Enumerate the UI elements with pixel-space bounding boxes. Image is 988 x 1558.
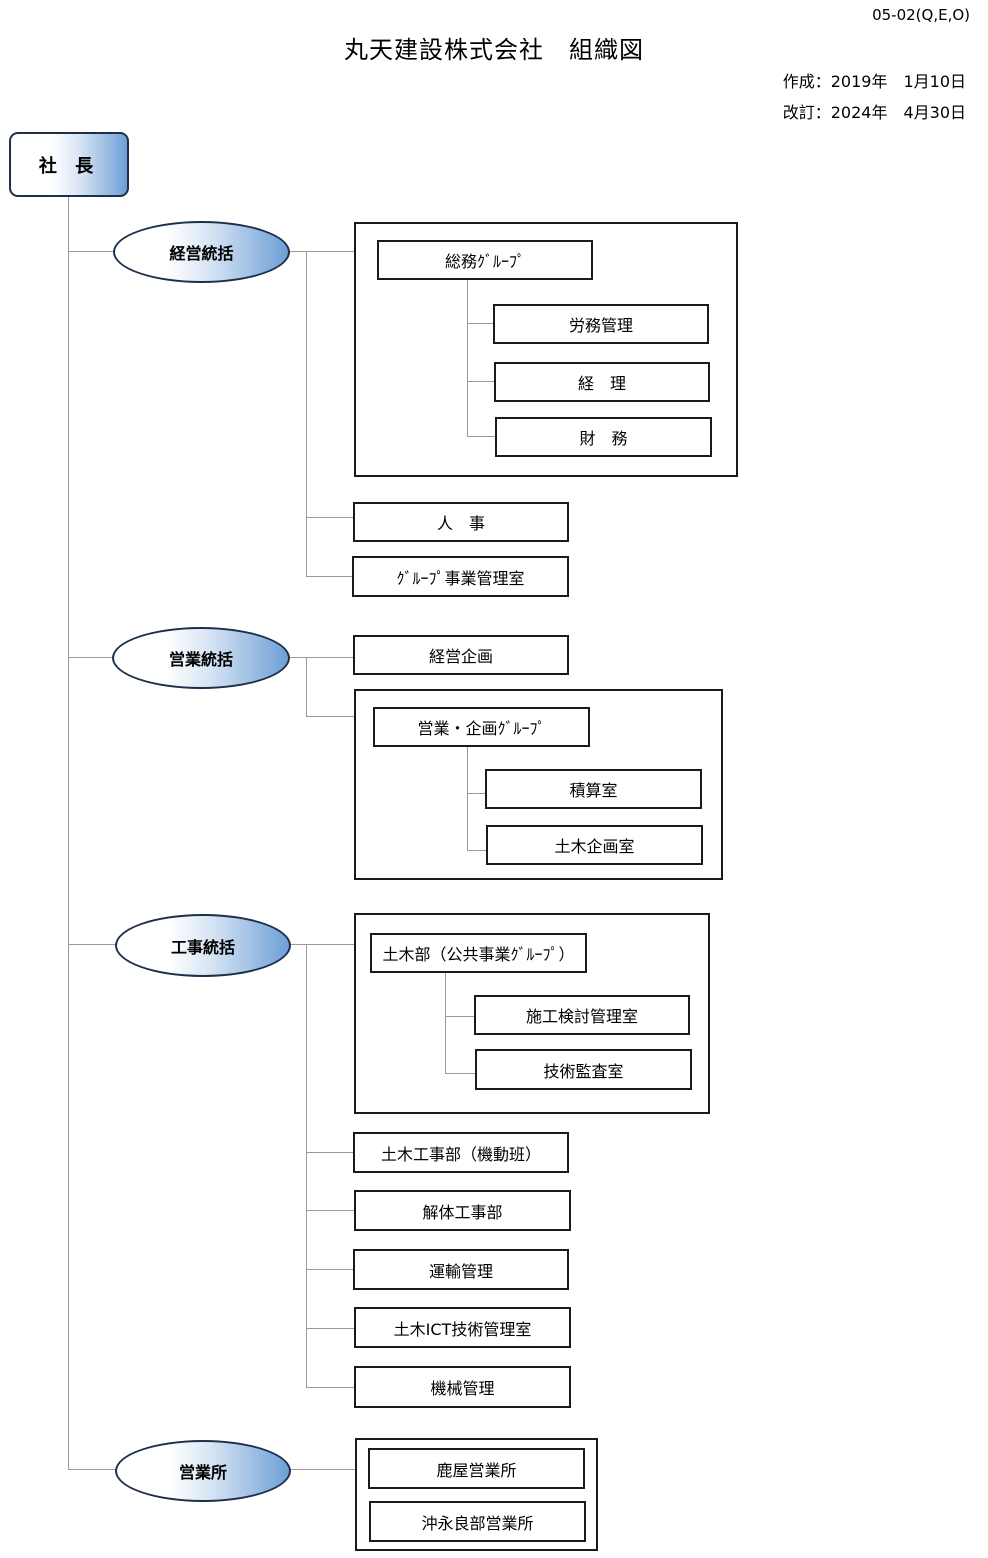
created-date: 作成：2019年 1月10日 [782, 72, 966, 91]
civil-engineering-dept-box: 土木部（公共事業ｸﾞﾙｰﾌﾟ） [370, 933, 587, 973]
chart-title: 丸天建設株式会社 組織図 [344, 36, 644, 64]
general-affairs-group-box: 総務ｸﾞﾙｰﾌﾟ [377, 240, 593, 280]
management-planning-box: 経営企画 [353, 635, 569, 675]
kanoya-office-box: 鹿屋営業所 [368, 1448, 585, 1489]
civil-planning-office-box: 土木企画室 [486, 825, 703, 865]
group-business-management-box: ｸﾞﾙｰﾌﾟ事業管理室 [352, 556, 569, 597]
demolition-dept-box: 解体工事部 [354, 1190, 571, 1231]
sales-planning-group-box: 営業・企画ｸﾞﾙｰﾌﾟ [373, 707, 590, 747]
construction-division-node: 工事統括 [115, 914, 291, 977]
transport-management-box: 運輸管理 [353, 1249, 569, 1290]
construction-review-office-box: 施工検討管理室 [474, 995, 690, 1035]
civil-works-mobile-team-box: 土木工事部（機動班） [353, 1132, 569, 1173]
management-division-node: 経営統括 [113, 221, 290, 283]
technical-audit-office-box: 技術監査室 [475, 1049, 692, 1090]
branch-offices-frame [355, 1438, 598, 1551]
revised-date: 改訂：2024年 4月30日 [782, 103, 966, 122]
personnel-box: 人 事 [353, 502, 569, 542]
document-code: 05-02(Q,E,O) [872, 6, 970, 24]
finance-box: 財 務 [495, 417, 712, 457]
accounting-box: 経 理 [494, 362, 710, 402]
branch-offices-node: 営業所 [115, 1440, 291, 1502]
civil-ict-office-box: 土木ICT技術管理室 [354, 1307, 571, 1348]
public-works-group-frame [354, 913, 710, 1114]
sales-division-node: 営業統括 [112, 627, 290, 689]
labor-management-box: 労務管理 [493, 304, 709, 344]
president-node: 社 長 [9, 132, 129, 197]
sales-planning-group-frame [354, 689, 723, 880]
machinery-management-box: 機械管理 [354, 1366, 571, 1408]
okinoerabu-office-box: 沖永良部営業所 [369, 1501, 586, 1542]
estimation-office-box: 積算室 [485, 769, 702, 809]
general-affairs-group-frame [354, 222, 738, 477]
